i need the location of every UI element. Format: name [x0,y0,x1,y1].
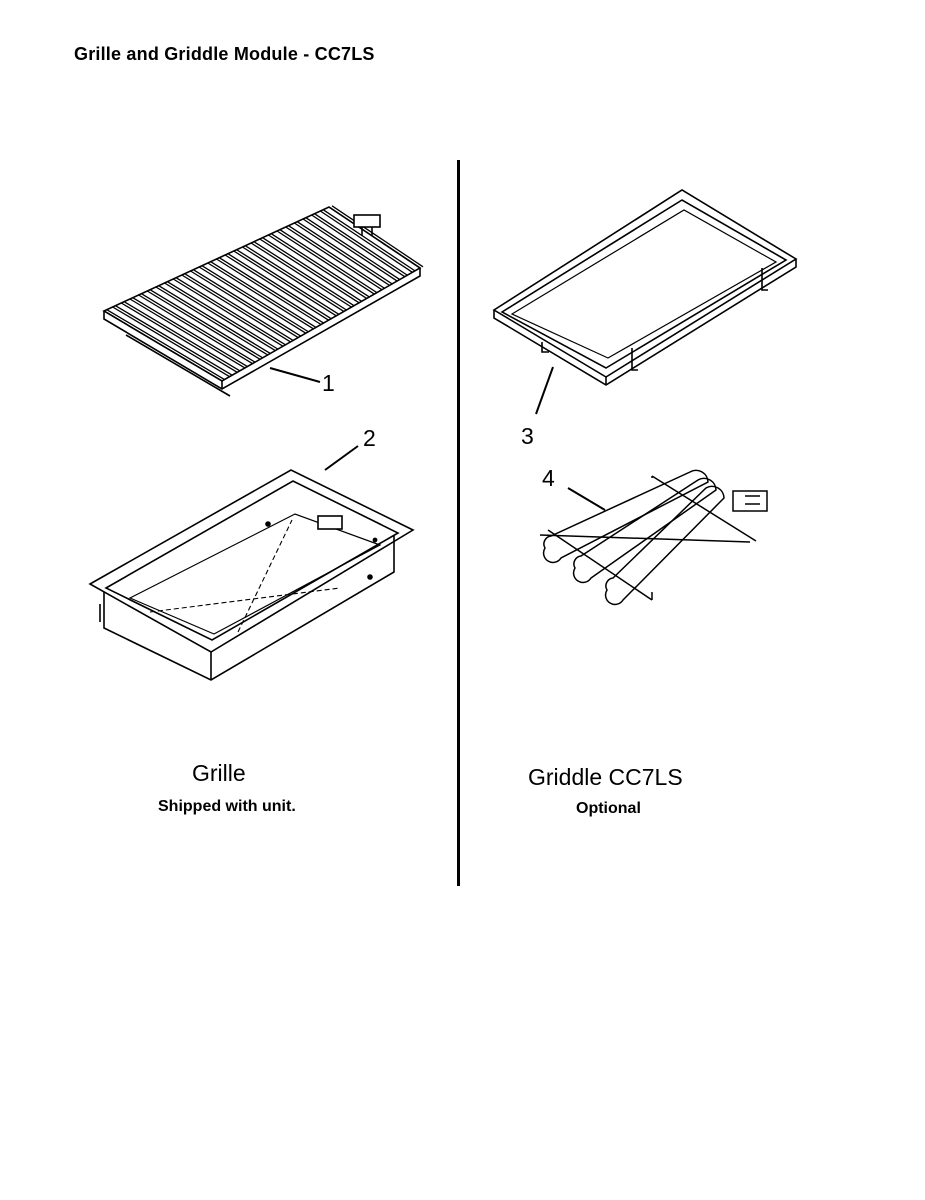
drip-pan [88,469,415,681]
grille-rib [167,281,279,350]
grille-rib [242,246,345,313]
callout-1: 1 [322,370,335,396]
grille-rib [132,297,249,368]
grille-rib [297,221,393,285]
grille-rib [190,270,299,339]
grille-rib [322,209,416,272]
grille-rib [158,285,272,355]
grille-rib [276,230,375,295]
grille-rib [106,309,226,381]
grille-rib [175,277,287,346]
grille-rib [245,245,348,311]
grille-rib [207,262,314,330]
element-loop [572,477,717,584]
grille-rib [319,210,413,273]
grille-rib [201,265,310,333]
grille-plate [102,205,424,397]
grille-rib [233,250,337,317]
grille-rib [302,218,398,282]
grille-rib [129,298,246,369]
griddle-label: Griddle CC7LS [528,764,683,790]
grille-rib [149,289,264,359]
grille-rib [236,249,340,316]
grille-rib [120,302,238,373]
griddle-tray [492,189,798,386]
grille-rib [146,290,261,360]
grille-rib [227,253,332,320]
grille-rib [311,214,406,278]
grille-rib [305,217,401,281]
grille-rib [198,266,307,334]
grille-rib [103,310,223,382]
grille-rib [253,241,355,307]
grille-rib [210,261,317,329]
grille-rib [331,205,424,268]
grille-rib [328,206,421,269]
grille-rib [285,226,383,291]
section-divider [457,160,460,886]
grille-rib [219,257,325,324]
grille-rib [216,258,322,326]
grille-rib [172,278,284,347]
grille-rib [314,213,409,277]
element-loop [542,469,709,564]
grille-rib [224,254,329,321]
grille-rib [123,301,241,372]
grille-rib [184,273,294,342]
grille-rib [115,305,233,377]
grille-label: Grille [192,760,246,786]
grille-rib [112,306,230,378]
leader-lines [269,366,606,511]
griddle-note: Optional [576,800,641,817]
grille-rib [271,233,371,298]
grille-rib [262,237,363,303]
heating-element [539,469,768,606]
grille-rib [250,242,352,308]
element-loop [604,485,725,606]
grille-note: Shipped with unit. [158,798,296,815]
callout-2: 2 [363,425,376,451]
grille-rib [268,234,368,299]
grille-rib [259,238,360,304]
grille-rib [288,225,386,290]
grille-rib [294,222,390,286]
grille-rib [138,294,253,365]
callout-4: 4 [542,465,555,491]
grille-rib [279,229,378,294]
grille-rib [181,274,291,343]
grille-rib [164,282,276,352]
grille-rib [141,293,256,363]
page-title: Grille and Griddle Module - CC7LS [74,44,375,64]
callout-3: 3 [521,423,534,449]
grille-rib [155,286,269,356]
grille-rib [193,269,302,337]
